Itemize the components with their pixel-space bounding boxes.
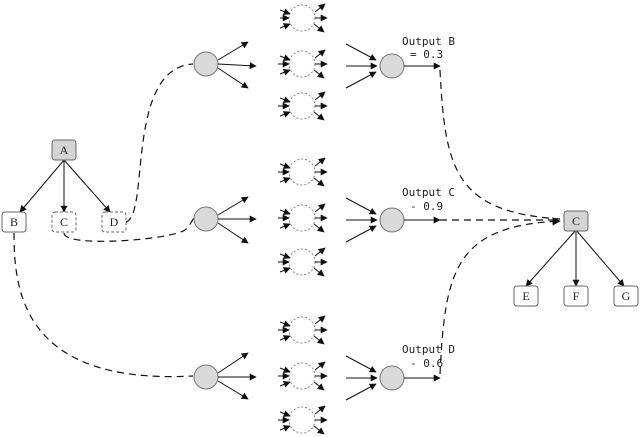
connector-output-d-to-c (439, 217, 561, 375)
network-rows: Output B = 0.3 (193, 3, 455, 435)
connector-output-b-to-c (439, 69, 561, 220)
connector-c-to-mid (63, 217, 195, 242)
node-c-target-label: C (572, 214, 580, 228)
output-c-name: Output C (402, 186, 455, 199)
output-b-value: = 0.3 (410, 48, 443, 61)
input-neuron-3 (193, 364, 219, 390)
connector-b-to-bottom (13, 232, 194, 378)
output-c-value: - 0.9 (410, 200, 443, 213)
node-d-label: D (110, 215, 119, 229)
input-neuron-2 (193, 206, 219, 232)
connector-d-to-top (125, 63, 194, 223)
network-row-d: Output D - 0.6 (193, 315, 455, 435)
dashed-connectors-right (439, 69, 561, 375)
hidden-layer-1 (278, 3, 328, 121)
node-g: G (613, 285, 639, 307)
output-neuron-1 (379, 53, 405, 79)
node-a: A (51, 139, 77, 161)
network-row-b: Output B = 0.3 (193, 3, 455, 121)
output-b-name: Output B (402, 35, 455, 48)
node-g-label: G (622, 289, 631, 303)
node-d: D (101, 211, 127, 233)
output-neuron-2 (379, 207, 405, 233)
node-c-label: C (60, 215, 68, 229)
node-f-label: F (573, 289, 580, 303)
node-b-label: B (10, 215, 18, 229)
node-f: F (563, 285, 589, 307)
hidden-layer-3 (278, 315, 328, 435)
node-c: C (51, 211, 77, 233)
output-neuron-3 (379, 365, 405, 391)
network-row-c: Output C - 0.9 (193, 157, 455, 277)
output-d-value: - 0.6 (410, 357, 443, 370)
node-c-target: C (563, 210, 589, 232)
dashed-connectors-left (13, 63, 195, 378)
node-e: E (513, 285, 539, 307)
node-e-label: E (522, 289, 529, 303)
tree-top: A B C D (1, 139, 127, 233)
node-b: B (1, 211, 27, 233)
input-neuron-1 (193, 51, 219, 77)
output-d-name: Output D (402, 343, 455, 356)
tree-bottom: C E F G (513, 210, 639, 307)
node-a-label: A (60, 143, 69, 157)
hidden-layer-2 (278, 157, 328, 277)
